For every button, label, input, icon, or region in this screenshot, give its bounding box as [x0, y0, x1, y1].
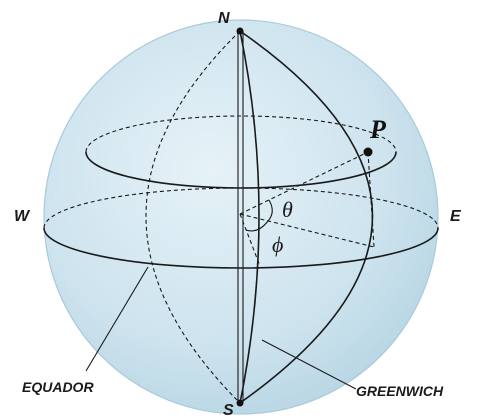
- east-label: E: [450, 208, 462, 225]
- greenwich-pointer-line: [261, 339, 357, 390]
- equator-pointer-line: [85, 266, 149, 372]
- greenwich-meridian: [239, 30, 260, 404]
- latitude-front-arc: [85, 151, 397, 189]
- south-pole-point: [236, 399, 244, 407]
- latitude-back-arc: [85, 115, 397, 153]
- phi-label: ϕ: [272, 232, 283, 257]
- point-p-marker: [363, 147, 373, 157]
- meridian-through-p: [239, 30, 374, 404]
- north-pole-point: [236, 27, 244, 35]
- theta-angle-arc: [267, 199, 273, 222]
- equator-front-arc: [43, 227, 439, 269]
- line-center-to-p: [239, 151, 369, 215]
- line-center-to-equator-point: [239, 213, 375, 248]
- theta-label: θ: [282, 197, 293, 222]
- north-label: N: [218, 10, 230, 27]
- line-p-to-equator-point: [367, 151, 375, 248]
- point-p-label: P: [369, 115, 387, 144]
- phi-angle-arc: [245, 220, 269, 232]
- equator-back-arc: [43, 187, 439, 229]
- back-meridian-arc: [145, 30, 241, 404]
- west-label: W: [14, 208, 31, 225]
- greenwich-label: GREENWICH: [356, 383, 444, 399]
- south-label: S: [223, 402, 234, 419]
- equator-label: EQUADOR: [22, 379, 94, 395]
